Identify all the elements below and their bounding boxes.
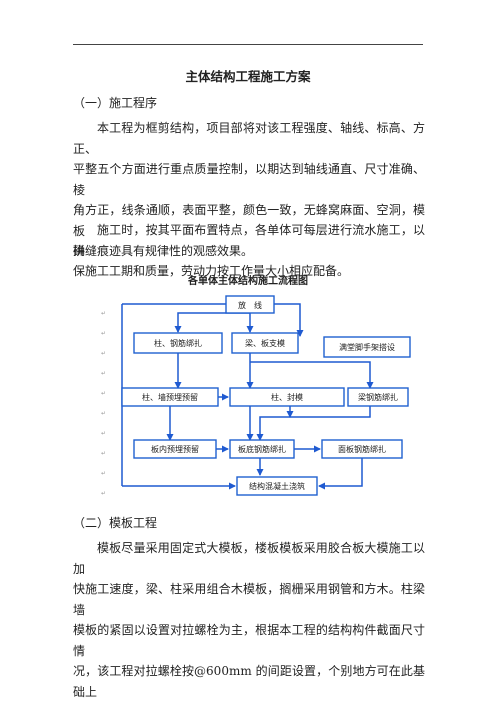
svg-text:↵: ↵ [101,330,106,337]
section-heading-formwork: （二）模板工程 [73,516,158,530]
svg-text:梁钢筋绑扎: 梁钢筋绑扎 [358,392,398,402]
svg-text:柱、封模: 柱、封模 [271,392,303,402]
box-bandi-gangjin-bangza: 板底钢筋绑扎 [229,439,295,459]
svg-text:↵: ↵ [101,470,106,477]
box-bannei-yumai-yuliu: 板内预埋预留 [133,439,217,459]
svg-text:满堂脚手架搭设: 满堂脚手架搭设 [339,342,395,352]
box-liang-gangjin-bangza: 梁钢筋绑扎 [347,387,409,407]
box-jiegou-hunningtu-jiaozhu: 结构混凝土浇筑 [236,476,318,496]
paragraph-marks: ↵ ↵ ↵ ↵ ↵ ↵ ↵ ↵ ↵ ↵ [101,310,106,497]
text-line: 角方正，线条通顺，表面平整，颜色一致，无蜂窝麻面、空洞，模板 [73,203,425,238]
svg-text:↵: ↵ [101,310,106,317]
text-line: 模板尽量采用固定式大模板，楼板模板采用胶合板大模施工以加 [73,541,425,576]
section-heading-procedure: （一）施工程序 [73,96,158,110]
svg-text:柱、墙预埋预留: 柱、墙预埋预留 [142,392,198,402]
svg-text:放 线: 放 线 [238,300,262,310]
box-liang-ban-zhimo: 梁、板支模 [231,332,299,354]
text-line: 况，该工程对拉螺栓按@600mm 的间距设置，个别地方可在此基础上 [73,664,425,699]
svg-text:↵: ↵ [101,490,106,497]
svg-text:↵: ↵ [101,350,106,357]
svg-text:结构混凝土浇筑: 结构混凝土浇筑 [249,481,305,491]
svg-text:↵: ↵ [101,410,106,417]
text-line: 平整五个方面进行重点质量控制，以期达到轴线通直、尺寸准确、棱 [73,162,425,197]
paragraph-quality-control: 本工程为框剪结构，项目部将对该工程强度、轴线、标高、方正、 平整五个方面进行重点… [73,118,425,262]
text-line: 本工程为框剪结构，项目部将对该工程强度、轴线、标高、方正、 [73,121,425,156]
svg-text:↵: ↵ [101,390,106,397]
svg-text:柱、钢筋绑扎: 柱、钢筋绑扎 [154,338,202,348]
box-zhu-gangjin-bangza: 柱、钢筋绑扎 [133,332,223,354]
text-line: 保施工工期和质量，劳动力按工作量大小相应配备。 [73,264,350,278]
svg-text:面板钢筋绑扎: 面板钢筋绑扎 [338,444,386,454]
svg-text:↵: ↵ [101,370,106,377]
svg-text:板底钢筋绑扎: 板底钢筋绑扎 [238,444,286,454]
text-line: 快施工速度，梁、柱采用组合木模板，搁栅采用钢管和方木。柱梁墙 [73,582,425,617]
header-rule [73,44,423,45]
construction-flowchart: ↵ ↵ ↵ ↵ ↵ ↵ ↵ ↵ ↵ ↵ 放 线 柱、钢筋绑扎 梁、板支模 [101,295,411,497]
svg-text:板内预埋预留: 板内预埋预留 [151,444,199,454]
box-zhuqiang-yumai-yuliu: 柱、墙预埋预留 [121,387,219,407]
svg-text:梁、板支模: 梁、板支模 [245,338,285,348]
svg-text:↵: ↵ [101,450,106,457]
text-line: 施工时，按其平面布置特点，各单体可每层进行流水施工，以确 [73,223,425,258]
flowchart-title: 各单体主体结构施工流程图 [188,276,308,287]
paragraph-flow-construction: 施工时，按其平面布置特点，各单体可每层进行流水施工，以确 保施工工期和质量，劳动… [73,220,425,282]
box-mantang-jiaoshoujia: 满堂脚手架搭设 [323,336,411,358]
document-title: 主体结构工程施工方案 [185,69,311,84]
svg-text:↵: ↵ [101,430,106,437]
box-fangxian: 放 线 [225,295,275,314]
text-line: 模板的紧固以设置对拉螺栓为主，根据本工程的结构构件截面尺寸情 [73,623,425,658]
box-mianban-gangjin-bangza: 面板钢筋绑扎 [321,439,403,459]
text-line: 拼缝痕迹具有规律性的观感效果。 [73,244,254,258]
paragraph-formwork: 模板尽量采用固定式大模板，楼板模板采用胶合板大模施工以加 快施工速度，梁、柱采用… [73,538,425,702]
box-zhu-fengmo: 柱、封模 [229,387,345,407]
